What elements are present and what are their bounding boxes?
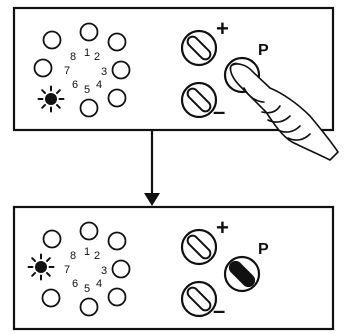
panel-before: 1 2 3 4 5 6 7 8 + – P [12, 6, 339, 161]
dial-number-6: 6 [72, 79, 78, 91]
dial-number-4: 4 [96, 79, 102, 91]
dial-number-3: 3 [101, 265, 107, 277]
dial-number-7: 7 [64, 65, 70, 77]
program-label: P [258, 241, 269, 258]
indicator-dial: 1 2 3 4 5 6 7 8 [27, 221, 131, 317]
dial-number-4: 4 [96, 278, 102, 290]
minus-label: – [213, 99, 225, 124]
minus-button[interactable] [180, 280, 218, 318]
minus-button[interactable] [180, 81, 218, 119]
program-label: P [258, 42, 269, 59]
indicator-light-2 [107, 231, 127, 251]
indicator-light-3 [111, 259, 131, 279]
panel-frame [12, 205, 335, 331]
indicator-light-6 [41, 288, 61, 308]
indicator-light-2 [107, 32, 127, 52]
indicator-light-8 [42, 30, 62, 50]
indicator-dial: 1 2 3 4 5 6 7 8 [33, 22, 131, 118]
hand-icon [229, 63, 339, 161]
dial-number-5: 5 [84, 84, 90, 96]
program-button[interactable] [223, 255, 261, 293]
dial-number-8: 8 [70, 250, 76, 262]
plus-button[interactable] [180, 29, 218, 67]
minus-label: – [213, 298, 225, 323]
dial-number-3: 3 [101, 66, 107, 78]
indicator-light-1 [79, 221, 99, 241]
indicator-light-5 [79, 98, 99, 118]
indicator-light-4 [107, 88, 127, 108]
indicator-light-7 [33, 58, 53, 78]
dial-number-7: 7 [64, 264, 70, 276]
indicator-light-1 [79, 22, 99, 42]
dial-number-8: 8 [70, 51, 76, 63]
dial-number-1: 1 [84, 246, 90, 258]
dial-number-6: 6 [72, 278, 78, 290]
indicator-light-4 [107, 287, 127, 307]
panel-after: 1 2 3 4 5 6 7 8 + – P [12, 205, 335, 331]
plus-button[interactable] [180, 228, 218, 266]
dial-number-2: 2 [94, 250, 100, 262]
dial-number-1: 1 [84, 47, 90, 59]
arrow-down-icon [144, 130, 160, 206]
lit-indicator [37, 85, 65, 113]
lit-indicator [27, 253, 55, 281]
indicator-light-5 [79, 297, 99, 317]
plus-label: + [216, 16, 229, 41]
sun-icon [37, 85, 65, 113]
dial-number-2: 2 [94, 51, 100, 63]
indicator-light-8 [42, 229, 62, 249]
dial-number-5: 5 [84, 283, 90, 295]
indicator-light-3 [111, 60, 131, 80]
plus-label: + [216, 215, 229, 240]
sun-icon [27, 253, 55, 281]
